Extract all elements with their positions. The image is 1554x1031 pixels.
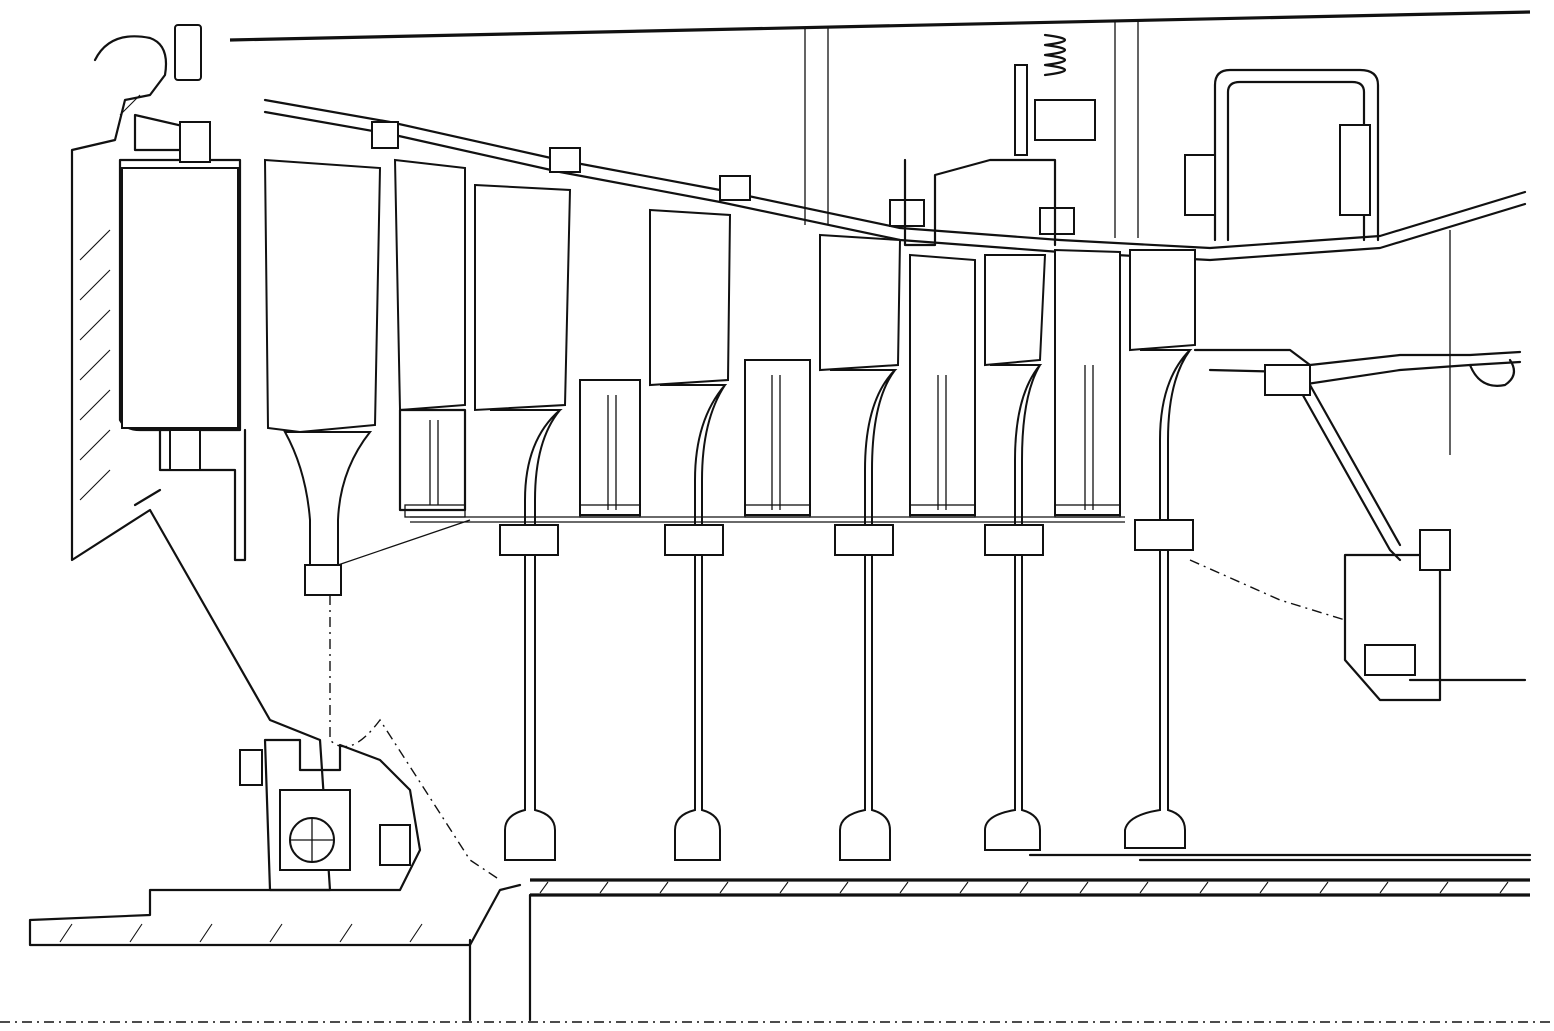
- flange-bolt-1: [371, 121, 399, 149]
- inlet-guide-vane: [121, 167, 239, 429]
- stage-4: [744, 233, 902, 861]
- stage-1-stator-shroud: [398, 408, 467, 512]
- intake-hatching: [79, 94, 141, 501]
- stage-2-stator-shroud: [579, 379, 641, 516]
- stage-5: [909, 253, 1047, 851]
- stage-6: [1054, 248, 1196, 849]
- top-mount-bolt: [174, 24, 202, 81]
- stage-1-bolt: [304, 564, 342, 596]
- casing-flanges: [371, 121, 1075, 235]
- stage-1-rotor: [263, 158, 501, 881]
- igv-pivot-top: [179, 121, 211, 163]
- front-frame: [28, 24, 522, 947]
- interstage-seals: [404, 504, 1125, 523]
- drain-fitting: [133, 488, 162, 507]
- stage-3: [579, 208, 732, 861]
- manifold-bolt-left: [1184, 154, 1216, 216]
- flange-bolt-4: [889, 199, 925, 227]
- stage-5-bolt: [984, 524, 1044, 556]
- front-bearing: [239, 738, 422, 892]
- flange-bolt-3: [719, 175, 751, 201]
- stage-3-bolt: [664, 524, 724, 556]
- bleed-actuator: [903, 33, 1096, 247]
- actuator-rod: [1014, 64, 1028, 156]
- shaft-hatching: [59, 881, 1509, 943]
- stage-6-bolt: [1134, 519, 1194, 551]
- rear-seal-bolt: [1419, 529, 1451, 571]
- diffuser-bolt: [1264, 364, 1311, 396]
- bearing-mount-bolt: [239, 749, 263, 786]
- pipe-loop: [1468, 358, 1516, 387]
- flange-bolt-2: [549, 147, 581, 173]
- stage-4-stator: [909, 253, 976, 516]
- stage-2: [393, 158, 572, 861]
- igv-pivot-bottom: [169, 429, 201, 471]
- stage-1-stator: [393, 158, 466, 412]
- stage-5-stator: [1054, 248, 1121, 516]
- actuator-housing: [1034, 99, 1096, 141]
- rear-frame-bolt: [1364, 644, 1416, 676]
- stage-2-bolt: [499, 524, 559, 556]
- rear-frame: [1189, 230, 1527, 702]
- bearing-seal: [379, 824, 411, 866]
- actuator-spring: [1043, 33, 1067, 77]
- stage-4-bolt: [834, 524, 894, 556]
- stage-3-stator-shroud: [744, 359, 811, 516]
- manifold-bolt-right: [1339, 124, 1371, 216]
- bleed-manifold: [1184, 68, 1380, 242]
- main-shaft: [59, 853, 1532, 1022]
- flange-bolt-5: [1039, 207, 1075, 235]
